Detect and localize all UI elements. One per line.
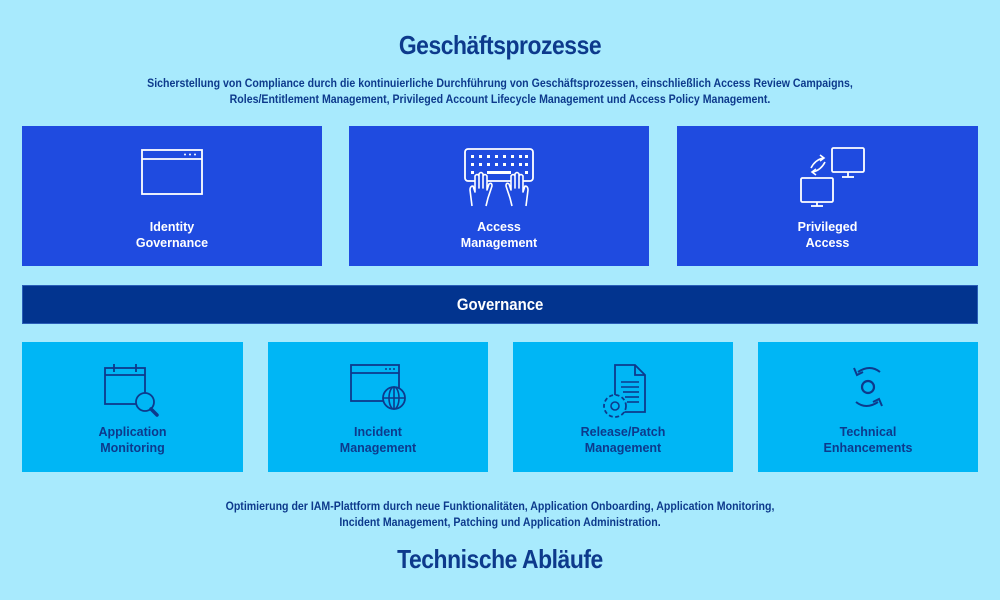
browser-window-icon [141,149,203,195]
footer-title: Technische Abläufe [397,544,603,574]
header-description-line2: Roles/Entitlement Management, Privileged… [229,94,771,106]
header-title: Geschäftsprozesse [398,30,602,60]
header-description: Sicherstellung von Compliance durch die … [40,76,960,108]
refresh-cycle-icon [853,367,883,407]
calendar-search-icon [104,364,159,417]
header-description-line1: Sicherstellung von Compliance durch die … [147,78,853,90]
monitors-sync-icon [800,147,865,207]
document-gear-icon [603,364,646,418]
governance-label: Governance [456,294,544,314]
keyboard-hands-icon [464,148,534,207]
footer-description-line1: Optimierung der IAM-Plattform durch neue… [225,501,775,513]
footer-description-line2: Incident Management, Patching und Applic… [339,517,661,529]
footer-description: Optimierung der IAM-Plattform durch neue… [40,499,960,531]
governance-bar: Governance [22,285,978,324]
browser-globe-icon [350,364,406,410]
